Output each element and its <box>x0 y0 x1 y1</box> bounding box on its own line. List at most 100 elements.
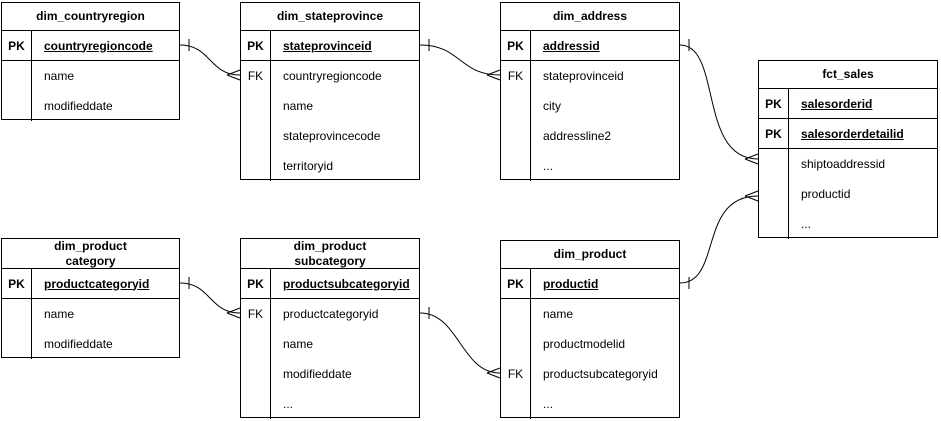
table-row: modifieddate <box>2 91 179 121</box>
table-row: FK productsubcategoryid <box>501 359 679 389</box>
column-name: countryregioncode <box>283 69 382 83</box>
key-label: PK <box>241 269 271 298</box>
key-label <box>2 299 32 329</box>
column-name: name <box>283 99 314 113</box>
table-row: FK stateprovinceid <box>501 61 679 91</box>
column-name: modifieddate <box>283 367 352 381</box>
table-row: PK countryregioncode <box>2 31 179 61</box>
column-name: salesorderid <box>801 96 873 111</box>
column-name: name <box>44 307 75 321</box>
table-title: fct_sales <box>759 61 937 89</box>
table-row: name <box>241 91 419 121</box>
relationship-subcategory-product[interactable] <box>419 307 501 379</box>
table-dim_product[interactable]: dim_product PK productid name productmod… <box>500 240 680 419</box>
table-dim_product_subcategory[interactable]: dim_product subcategory PK productsubcat… <box>240 238 420 419</box>
table-title: dim_product subcategory <box>241 239 419 269</box>
table-dim_address[interactable]: dim_address PK addressid FK stateprovinc… <box>500 2 680 181</box>
key-label: PK <box>501 269 531 298</box>
relationship-countryregion-stateprovince[interactable] <box>179 39 241 81</box>
column-name: territoryid <box>283 159 334 173</box>
table-row: name <box>501 299 679 329</box>
table-row: shiptoaddressid <box>759 149 937 179</box>
key-label <box>501 91 531 121</box>
column-name: addressid <box>543 38 600 53</box>
column-name: productid <box>801 187 851 201</box>
column-name: name <box>44 69 75 83</box>
column-name: ... <box>543 397 554 411</box>
table-row: name <box>2 61 179 91</box>
column-name: countryregioncode <box>44 38 153 53</box>
key-label <box>501 389 531 419</box>
relationship-category-subcategory[interactable] <box>179 277 241 319</box>
key-label: FK <box>241 299 271 329</box>
key-label <box>759 179 789 209</box>
table-row: ... <box>501 389 679 419</box>
key-label <box>241 329 271 359</box>
table-row: name <box>241 329 419 359</box>
table-title: dim_stateprovince <box>241 3 419 31</box>
key-label <box>241 151 271 181</box>
table-fct_sales[interactable]: fct_sales PK salesorderid PK salesorderd… <box>758 60 938 239</box>
key-label <box>759 209 789 239</box>
table-row: modifieddate <box>241 359 419 389</box>
table-row: PK productcategoryid <box>2 269 179 299</box>
table-row: productmodelid <box>501 329 679 359</box>
key-label <box>241 359 271 389</box>
column-name: modifieddate <box>44 99 113 113</box>
key-label <box>2 61 32 91</box>
table-row: modifieddate <box>2 329 179 359</box>
table-row: ... <box>241 389 419 419</box>
table-row: PK addressid <box>501 31 679 61</box>
table-title: dim_address <box>501 3 679 31</box>
column-name: productcategoryid <box>44 276 150 291</box>
table-row: FK productcategoryid <box>241 299 419 329</box>
column-name: city <box>543 99 561 113</box>
table-row: ... <box>501 151 679 181</box>
table-row: territoryid <box>241 151 419 181</box>
key-label <box>501 329 531 359</box>
column-name: addressline2 <box>543 129 612 143</box>
table-row: productid <box>759 179 937 209</box>
table-dim_countryregion[interactable]: dim_countryregion PK countryregioncode n… <box>1 2 180 121</box>
column-name: stateprovinceid <box>543 69 624 83</box>
column-name: modifieddate <box>44 337 113 351</box>
table-row: name <box>2 299 179 329</box>
table-title: dim_product <box>501 241 679 269</box>
column-name: ... <box>543 159 554 173</box>
key-label <box>759 149 789 179</box>
key-label <box>501 151 531 181</box>
relationship-address-fctsales[interactable] <box>679 39 759 165</box>
table-row: ... <box>759 209 937 239</box>
key-label <box>2 329 32 359</box>
relationship-product-fctsales[interactable] <box>679 190 759 289</box>
column-name: name <box>543 307 574 321</box>
column-name: productcategoryid <box>283 307 379 321</box>
table-row: FK countryregioncode <box>241 61 419 91</box>
column-name: ... <box>801 217 812 231</box>
table-title: dim_product category <box>2 239 179 269</box>
key-label: PK <box>759 89 789 118</box>
key-label <box>501 299 531 329</box>
key-label <box>241 389 271 419</box>
table-row: stateprovincecode <box>241 121 419 151</box>
key-label <box>2 91 32 121</box>
table-row: PK salesorderdetailid <box>759 119 937 149</box>
key-label: PK <box>2 31 32 60</box>
column-name: name <box>283 337 314 351</box>
table-title: dim_countryregion <box>2 3 179 31</box>
key-label: FK <box>501 61 531 91</box>
table-dim_stateprovince[interactable]: dim_stateprovince PK stateprovinceid FK … <box>240 2 420 181</box>
table-row: PK salesorderid <box>759 89 937 119</box>
table-row: PK productid <box>501 269 679 299</box>
column-name: stateprovinceid <box>283 38 372 53</box>
table-dim_product_category[interactable]: dim_product category PK productcategoryi… <box>1 238 180 359</box>
table-row: PK productsubcategoryid <box>241 269 419 299</box>
table-row: PK stateprovinceid <box>241 31 419 61</box>
column-name: salesorderdetailid <box>801 126 904 141</box>
key-label <box>241 91 271 121</box>
relationship-stateprovince-address[interactable] <box>419 39 501 81</box>
table-row: city <box>501 91 679 121</box>
column-name: stateprovincecode <box>283 129 381 143</box>
table-row: addressline2 <box>501 121 679 151</box>
